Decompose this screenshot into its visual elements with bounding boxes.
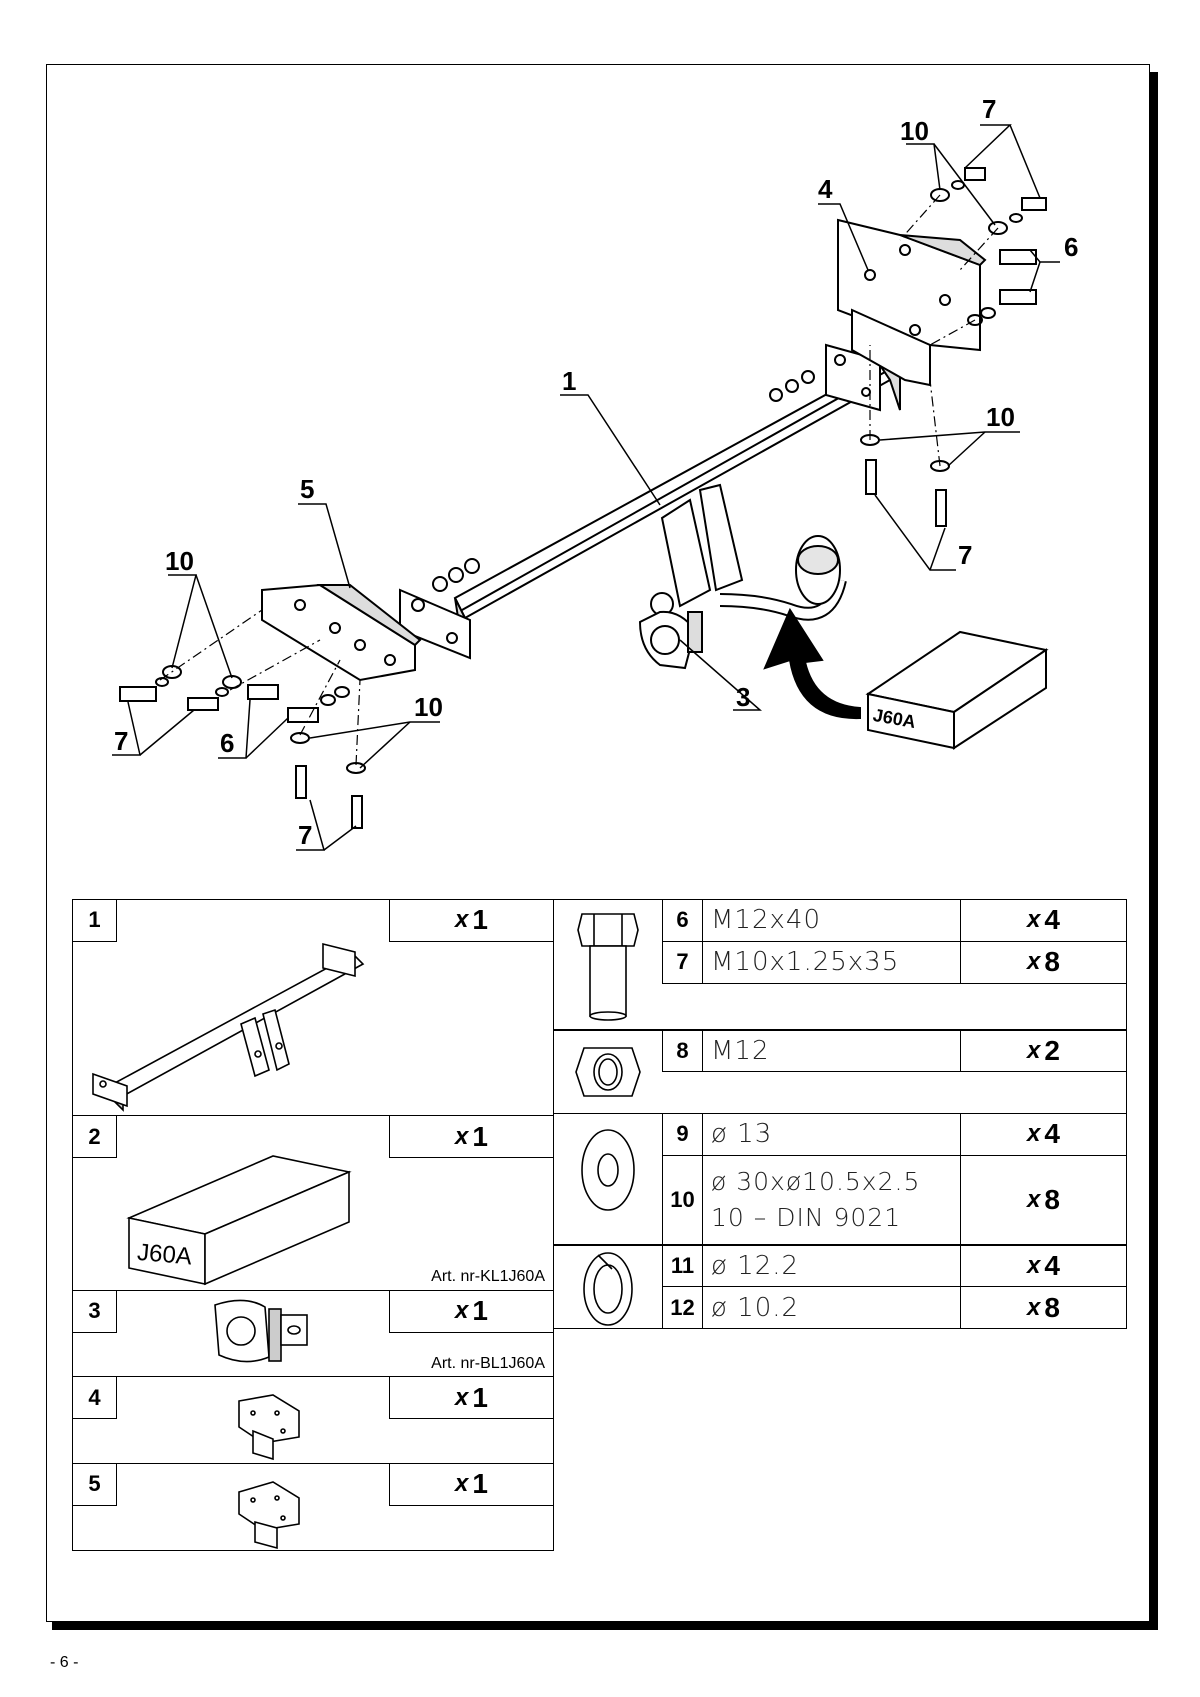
wiring-kit-box — [865, 630, 1049, 750]
article-number: Art. nr-BL1J60A — [431, 1354, 545, 1372]
hardware-spec: ø 12.2 — [703, 1245, 961, 1286]
page-number: - 6 - — [50, 1654, 79, 1671]
callout-part-10-bottom: 10 — [414, 692, 443, 722]
hardware-spec: ø 13 — [703, 1113, 961, 1155]
bolts-top-right — [930, 167, 1047, 326]
nut-icon — [575, 1047, 641, 1097]
spring-washer-icon — [583, 1252, 633, 1326]
callout-part-5: 5 — [300, 474, 314, 504]
callout-part-6-left: 6 — [220, 728, 234, 758]
bracket-part-5 — [261, 583, 422, 682]
towbar-neck — [650, 483, 847, 621]
kit-box-label: J60A — [136, 1239, 193, 1271]
wiring-kit-illustration: J60A — [126, 1155, 352, 1286]
callout-part-10-right: 10 — [986, 402, 1015, 432]
part-number: 2 — [73, 1116, 117, 1158]
article-number: Art. nr-KL1J60A — [431, 1268, 545, 1285]
socket-plate-part-3 — [638, 610, 703, 670]
bracket-4-illustration — [238, 1394, 300, 1461]
bolts-lower-right — [860, 434, 950, 527]
part-number: 5 — [73, 1463, 117, 1506]
crossbeam-illustration — [92, 942, 365, 1112]
bracket-part-4 — [837, 218, 987, 387]
part-number: 4 — [73, 1377, 117, 1419]
socket-plate-illustration — [214, 1299, 308, 1362]
hardware-spec: M10x1.25x35 — [703, 941, 961, 983]
part-number: 1 — [73, 899, 117, 942]
bracket-5-illustration — [238, 1480, 300, 1549]
callout-part-3: 3 — [736, 682, 750, 712]
bolt-icon — [577, 912, 639, 1021]
hardware-spec: ø 10.2 — [703, 1287, 961, 1329]
callout-part-7-top: 7 — [982, 94, 996, 124]
callout-part-10-left: 10 — [165, 546, 194, 576]
callout-part-10-top: 10 — [900, 116, 929, 146]
part-number: 3 — [73, 1290, 117, 1333]
hardware-spec: M12 — [703, 1030, 961, 1071]
hardware-spec: ø 30xø10.5x2.5 10 – DIN 9021 — [703, 1155, 961, 1245]
bolts-left — [119, 665, 366, 829]
insert-arrow — [763, 607, 861, 720]
callout-part-7-left: 7 — [114, 726, 128, 756]
washer-icon — [581, 1128, 635, 1211]
exploded-assembly-diagram: 1 3 4 5 6 6 7 7 7 7 10 10 10 10 J60A — [112, 94, 1078, 851]
callout-part-7-bottom: 7 — [298, 820, 312, 850]
callout-part-4: 4 — [818, 174, 833, 204]
callout-part-7-right: 7 — [958, 540, 972, 570]
callout-part-6-right: 6 — [1064, 232, 1078, 262]
hardware-spec: M12x40 — [703, 899, 961, 941]
callout-part-1: 1 — [562, 366, 576, 396]
